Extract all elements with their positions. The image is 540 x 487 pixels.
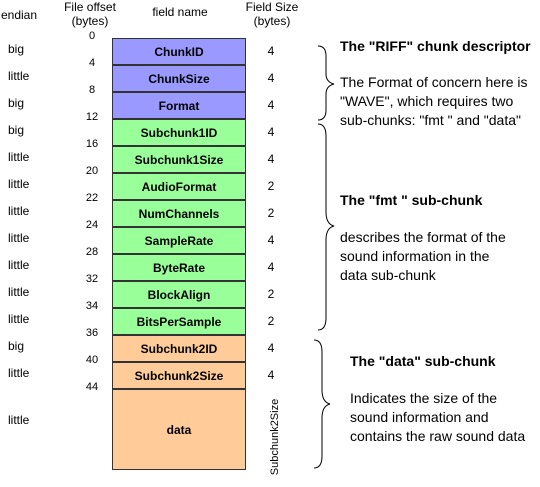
- fmt-description: describes the format of the sound inform…: [340, 229, 506, 283]
- endian-label: big: [8, 339, 25, 353]
- offset-label: 24: [85, 219, 99, 231]
- header-file-offset: File offset (bytes): [64, 0, 116, 28]
- riff-title: The "RIFF" chunk descriptor: [340, 38, 531, 54]
- data-brace: [313, 339, 331, 469]
- fmt-brace: [317, 123, 335, 331]
- field-size-label: 4: [267, 125, 275, 139]
- offset-label: 28: [85, 246, 99, 258]
- endian-label: big: [8, 123, 25, 137]
- field-size-label: 2: [267, 206, 275, 220]
- endian-label: little: [8, 312, 30, 326]
- field-size-label: 4: [267, 341, 275, 355]
- fmt-title: The "fmt " sub-chunk: [340, 192, 483, 208]
- field-cell: ChunkID: [112, 38, 246, 65]
- endian-label: little: [8, 285, 30, 299]
- field-size-label: 2: [267, 179, 275, 193]
- field-cell: NumChannels: [112, 200, 246, 227]
- riff-brace: [317, 45, 335, 121]
- offset-label: 12: [85, 111, 99, 123]
- offset-label: 36: [85, 327, 99, 339]
- offset-label: 34: [85, 300, 99, 312]
- offset-label: 8: [88, 84, 96, 96]
- endian-label: little: [8, 204, 30, 218]
- field-cell: Subchunk2ID: [112, 335, 246, 362]
- endian-label: little: [8, 258, 30, 272]
- field-size-label: 4: [267, 44, 275, 58]
- data-description: Indicates the size of the sound informat…: [350, 390, 526, 444]
- field-size-label: 4: [267, 260, 275, 274]
- offset-label: 22: [85, 192, 99, 204]
- field-size-label: 2: [267, 287, 275, 301]
- riff-description: The Format of concern here is "WAVE", wh…: [340, 74, 528, 128]
- offset-label: 44: [85, 381, 99, 393]
- offset-label: 0: [88, 30, 96, 42]
- endian-label: little: [8, 69, 30, 83]
- data-title: The "data" sub-chunk: [350, 353, 496, 369]
- field-size-label: 4: [267, 368, 275, 382]
- field-size-label: 4: [267, 71, 275, 85]
- endian-label: little: [8, 366, 30, 380]
- field-cell: Subchunk1Size: [112, 146, 246, 173]
- offset-label: 4: [88, 57, 96, 69]
- offset-label: 40: [85, 354, 99, 366]
- field-size-label: 4: [267, 233, 275, 247]
- header-field-size: Field Size (bytes): [245, 0, 299, 28]
- field-cell: Subchunk2Size: [112, 362, 246, 389]
- endian-label: big: [8, 96, 25, 110]
- field-cell: BlockAlign: [112, 281, 246, 308]
- field-cell: Subchunk1ID: [112, 119, 246, 146]
- field-cell: ChunkSize: [112, 65, 246, 92]
- field-size-label: 4: [267, 152, 275, 166]
- endian-label: little: [8, 231, 30, 245]
- field-size-label: 2: [267, 314, 275, 328]
- field-cell: BitsPerSample: [112, 308, 246, 335]
- offset-label: 32: [85, 273, 99, 285]
- offset-label: 16: [85, 138, 99, 150]
- endian-label: little: [8, 177, 30, 191]
- endian-label: big: [8, 42, 25, 56]
- offset-label: 20: [85, 165, 99, 177]
- field-cell: ByteRate: [112, 254, 246, 281]
- header-field-name: field name: [152, 5, 208, 19]
- endian-label: little: [8, 413, 30, 427]
- header-endian: endian: [0, 8, 38, 22]
- field-size-label: 4: [267, 98, 275, 112]
- field-cell: data: [112, 389, 246, 470]
- field-cell: AudioFormat: [112, 173, 246, 200]
- field-cell: SampleRate: [112, 227, 246, 254]
- endian-label: little: [8, 150, 30, 164]
- field-cell: Format: [112, 92, 246, 119]
